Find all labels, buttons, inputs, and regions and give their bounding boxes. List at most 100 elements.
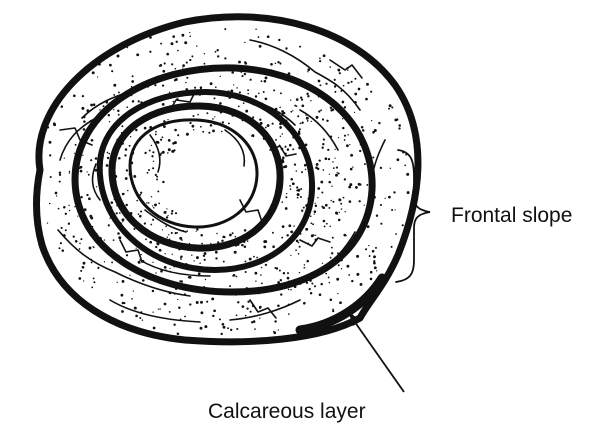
- calcareous-layer-label: Calcareous layer: [208, 401, 366, 422]
- stipple-dot: [162, 103, 165, 106]
- stipple-dot: [81, 107, 84, 110]
- stipple-dot: [338, 137, 339, 138]
- stipple-dot: [196, 231, 197, 232]
- stipple-dot: [93, 281, 95, 283]
- stipple-dot: [317, 197, 318, 198]
- stipple-dot: [292, 148, 294, 150]
- stipple-dot: [219, 318, 221, 320]
- stipple-dot: [173, 101, 174, 102]
- stipple-dot: [224, 28, 226, 30]
- stipple-dot: [265, 76, 268, 79]
- stipple-dot: [186, 133, 189, 136]
- stipple-dot: [204, 252, 207, 255]
- middle-ring: [75, 68, 372, 292]
- stipple-dot: [61, 105, 64, 108]
- stipple-dot: [164, 303, 167, 306]
- stipple-dot: [196, 256, 199, 259]
- stipple-dot: [356, 273, 359, 276]
- stipple-dot: [310, 222, 312, 224]
- stipple-dot: [319, 159, 321, 161]
- stipple-dot: [284, 165, 287, 168]
- stipple-dot: [80, 270, 82, 272]
- stipple-dot: [189, 276, 192, 279]
- stipple-dot: [159, 249, 162, 252]
- stipple-dot: [374, 129, 377, 132]
- stipple-dot: [181, 239, 183, 241]
- stipple-dot: [122, 302, 125, 305]
- stipple-dot: [177, 299, 178, 300]
- stipple-dot: [49, 141, 52, 144]
- stipple-dot: [247, 301, 249, 303]
- stipple-dot: [234, 251, 237, 254]
- stipple-dot: [315, 203, 316, 204]
- stipple-dot: [107, 152, 109, 154]
- stipple-dot: [253, 256, 255, 258]
- stipple-dot: [196, 45, 197, 46]
- stipple-dot: [89, 247, 92, 250]
- stipple-dot: [339, 212, 340, 213]
- stipple-dot: [330, 257, 332, 259]
- stipple-dot: [365, 248, 367, 250]
- stipple-dot: [204, 53, 205, 54]
- stipple-dot: [292, 182, 295, 185]
- stipple-dot: [342, 127, 344, 129]
- stipple-dot: [324, 225, 326, 227]
- stipple-dot: [330, 107, 332, 109]
- stipple-dot: [63, 206, 66, 209]
- stipple-dot: [366, 83, 369, 86]
- stipple-dot: [49, 203, 51, 205]
- stipple-dot: [375, 247, 377, 249]
- stipple-dot: [336, 167, 338, 169]
- stipple-dot: [139, 194, 141, 196]
- stipple-dot: [191, 254, 192, 255]
- stipple-dot: [300, 123, 302, 125]
- stipple-dot: [204, 325, 207, 328]
- stipple-dot: [290, 111, 292, 113]
- stipple-dot: [238, 106, 240, 108]
- stipple-dot: [397, 158, 400, 161]
- stipple-dot: [204, 255, 206, 257]
- stipple-dot: [241, 244, 244, 247]
- stipple-dot: [311, 282, 313, 284]
- stipple-dot: [132, 100, 134, 102]
- stipple-dot: [215, 51, 217, 53]
- stipple-dot: [360, 283, 363, 286]
- stipple-dot: [155, 174, 157, 176]
- stipple-dot: [290, 255, 291, 256]
- stipple-dot: [169, 268, 170, 269]
- stipple-dot: [99, 109, 100, 110]
- stipple-dot: [171, 63, 173, 65]
- stipple-dot: [325, 273, 327, 275]
- stipple-dot: [53, 123, 56, 126]
- stipple-dot: [191, 55, 193, 57]
- stipple-dot: [338, 264, 340, 266]
- stipple-dot: [362, 129, 365, 132]
- stipple-dot: [287, 272, 289, 274]
- stipple-dot: [80, 196, 82, 198]
- stipple-dot: [193, 260, 194, 261]
- stipple-dot: [255, 280, 256, 281]
- stipple-dot: [131, 80, 134, 83]
- stipple-dot: [69, 171, 70, 172]
- stipple-dot: [147, 172, 149, 174]
- stipple-dot: [297, 189, 300, 192]
- stipple-dot: [116, 212, 118, 214]
- stipple-dot: [168, 139, 171, 142]
- stipple-dot: [175, 78, 178, 81]
- stipple-dot: [322, 206, 325, 209]
- stipple-dot: [296, 186, 298, 188]
- stipple-dot: [298, 242, 299, 243]
- stipple-dot: [376, 214, 378, 216]
- stipple-dot: [224, 236, 226, 238]
- stipple-dot: [319, 293, 322, 296]
- stipple-dot: [144, 222, 146, 224]
- stipple-dot: [222, 121, 224, 123]
- stipple-dot: [165, 225, 167, 227]
- stipple-dot: [118, 157, 121, 160]
- stipple-dot: [80, 170, 83, 173]
- stipple-dot: [130, 136, 131, 137]
- stipple-dot: [125, 177, 128, 180]
- stipple-dot: [73, 94, 76, 97]
- stipple-dot: [139, 215, 142, 218]
- stipple-dot: [263, 91, 265, 93]
